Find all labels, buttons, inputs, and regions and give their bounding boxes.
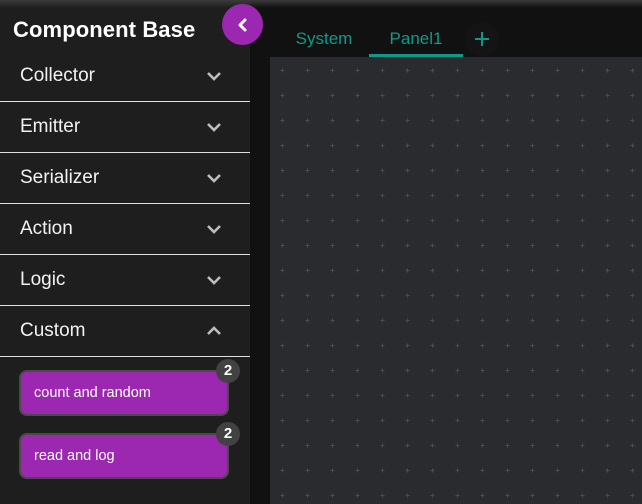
chevron-down-icon bbox=[207, 123, 221, 132]
section-label: Action bbox=[20, 218, 73, 239]
section-custom[interactable]: Custom bbox=[0, 306, 250, 357]
plus-icon bbox=[475, 32, 489, 46]
component-base-sidebar: Component Base Collector Emitter Seriali… bbox=[0, 0, 250, 504]
tab-system[interactable]: System bbox=[295, 29, 353, 48]
section-label: Serializer bbox=[20, 167, 100, 188]
add-tab-button[interactable] bbox=[465, 22, 499, 56]
count-badge: 2 bbox=[216, 359, 240, 383]
custom-item-label: read and log bbox=[34, 448, 115, 464]
sidebar-title: Component Base bbox=[13, 17, 196, 42]
section-label: Emitter bbox=[20, 116, 81, 137]
custom-component-count-and-random[interactable]: count and random 2 bbox=[19, 359, 240, 416]
count-badge: 2 bbox=[216, 422, 240, 446]
tab-panel1[interactable]: Panel1 bbox=[369, 20, 463, 57]
panel-tabs: System Panel1 bbox=[270, 20, 642, 57]
section-emitter[interactable]: Emitter bbox=[0, 102, 250, 153]
section-collector[interactable]: Collector bbox=[0, 51, 250, 102]
section-label: Logic bbox=[20, 269, 66, 290]
chevron-left-icon bbox=[238, 18, 246, 31]
collapse-sidebar-button[interactable] bbox=[222, 4, 263, 45]
chevron-down-icon bbox=[207, 174, 221, 183]
chevron-up-icon bbox=[207, 326, 221, 335]
section-label: Custom bbox=[20, 320, 86, 341]
canvas-grid bbox=[270, 57, 642, 504]
panel-canvas[interactable] bbox=[270, 57, 642, 504]
section-action[interactable]: Action bbox=[0, 204, 250, 255]
chevron-down-icon bbox=[207, 276, 221, 285]
section-label: Collector bbox=[20, 65, 95, 86]
chevron-down-icon bbox=[207, 72, 221, 81]
custom-item-label: count and random bbox=[34, 385, 151, 401]
section-serializer[interactable]: Serializer bbox=[0, 153, 250, 204]
section-logic[interactable]: Logic bbox=[0, 255, 250, 306]
custom-component-read-and-log[interactable]: read and log 2 bbox=[19, 422, 240, 479]
chevron-down-icon bbox=[207, 225, 221, 234]
